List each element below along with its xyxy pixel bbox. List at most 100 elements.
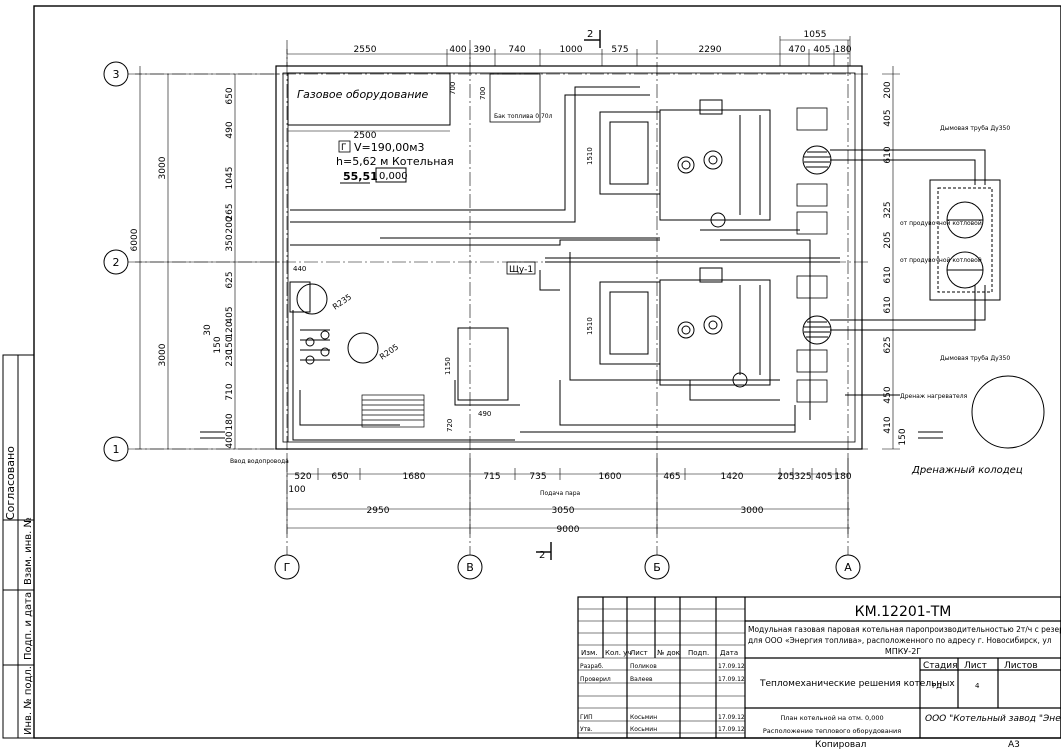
chimney-2 (802, 315, 832, 345)
label-height: h=5,62 м Котельная (336, 155, 454, 168)
dim-bot-10: 405 (815, 472, 832, 482)
section-mark-bottom: 2 (539, 550, 545, 561)
label-drain-heater: Дренаж нагревателя (900, 393, 968, 400)
bottom-dimension-lines (286, 455, 850, 534)
axis-bubbles (103, 61, 861, 580)
sig-date-3: 17.09.12 (718, 726, 745, 733)
label-from-cat-1: от продувочной котловой (900, 220, 982, 227)
dim-left-inner-5: 350 (225, 234, 235, 251)
axis-col-g: Г (284, 561, 291, 574)
symbol-capacitor-left (200, 431, 225, 439)
sig-date-1: 17.09.12 (718, 676, 745, 683)
title-block-cols: Изм. Кол. уч Лист № док Подп. Дата (581, 649, 738, 657)
dim-left-inner-13: 400 (225, 431, 235, 448)
label-steam-supply: Подача пара (540, 490, 581, 497)
dim-bot2-1: 3050 (552, 506, 575, 516)
dim-interior-0: 700 (479, 87, 487, 100)
dim-left-misc-1: 150 (213, 336, 223, 353)
dim-interior-3: 1510 (586, 317, 594, 335)
axis-col-v: В (466, 561, 474, 574)
axis-row-3: 3 (113, 68, 120, 81)
dim-top-1: 400 (449, 45, 466, 55)
dim-top-2: 390 (473, 45, 490, 55)
dim-left-inner-9: 150 (225, 336, 235, 353)
water-treatment-unit (457, 327, 509, 401)
label-fuel-tank: Бак топлива 0,70л (494, 113, 553, 120)
dim-right-6: 610 (883, 296, 893, 313)
copied-label: Копировал (815, 740, 866, 750)
dim-left-total: 6000 (130, 228, 140, 251)
piping (290, 86, 900, 441)
building-walls (275, 65, 863, 450)
dim-interior-5: 720 (446, 419, 454, 432)
dim-top-0: 2550 (354, 45, 377, 55)
side-agreed: Согласовано (4, 446, 17, 520)
sig-name-2: Косьмин (630, 714, 657, 721)
dim-top-8: 405 (813, 45, 830, 55)
dim-top-4: 1000 (560, 45, 583, 55)
pumps-right (796, 107, 828, 403)
label-chimney-2: Дымовая труба Ду350 (940, 355, 1010, 362)
dim-bot-3: 715 (483, 472, 500, 482)
side-stamp (2, 354, 35, 739)
dim-top-extra: 1055 (804, 30, 827, 40)
exterior-flue-routing (830, 149, 1001, 331)
dim-interior-1: 700 (449, 82, 457, 95)
dim-left-misc-0: 30 (203, 324, 213, 336)
dim-bot-6: 465 (663, 472, 680, 482)
dim-left-outer-0: 3000 (158, 156, 168, 179)
sig-name-3: Косьмин (630, 726, 657, 733)
label-radius-2: R205 (378, 342, 400, 361)
label-area: 55,51 (343, 170, 378, 183)
right-dimension-lines (882, 66, 900, 450)
level-box (375, 167, 407, 183)
dim-bot-9: 325 (794, 472, 811, 482)
dim-top-6: 2290 (699, 45, 722, 55)
sig-role-0: Разраб. (580, 663, 604, 670)
axis-col-a: А (844, 561, 852, 574)
section-mark-top: 2 (587, 29, 593, 40)
bottom-dims: 520 650 1680 715 735 1600 465 1420 205 3… (288, 472, 851, 535)
sig-role-1: Проверил (580, 676, 611, 683)
tb-col-4: Подп. (688, 649, 709, 657)
dim-left-inner-3: 265 (225, 203, 235, 220)
dim-right-0: 200 (883, 81, 893, 98)
dim-left-inner-7: 405 (225, 306, 235, 323)
section-marks (536, 30, 601, 560)
sheet-value: 4 (975, 682, 980, 690)
label-gas-equipment: Газовое оборудование (297, 88, 429, 101)
tb-col-1: Кол. уч (605, 649, 631, 657)
dim-left-inner-12: 180 (225, 413, 235, 430)
dim-bot-1: 650 (331, 472, 348, 482)
dim-left-inner-10: 230 (225, 349, 235, 366)
dim-right-1: 405 (883, 109, 893, 126)
dim-bot-11: 180 (834, 472, 851, 482)
dim-left-inner-0: 650 (225, 87, 235, 104)
dim-right-5: 610 (883, 266, 893, 283)
symbol-capacitor-right (918, 431, 943, 439)
dim-left-outer-1: 3000 (158, 343, 168, 366)
control-cabinet (506, 261, 536, 275)
sig-name-0: Поликов (630, 663, 657, 670)
stage-value: РД (932, 682, 942, 690)
label-water-inlet: Ввод водопровода (230, 458, 289, 465)
side-podp-data: Подп. и дата (23, 592, 34, 660)
room-code: Г (341, 143, 347, 153)
top-dims: 2550 400 390 740 1000 575 2290 470 405 1… (354, 30, 852, 141)
dim-bot-2: 1680 (403, 472, 426, 482)
stage-header: Стадия (923, 661, 958, 671)
sig-date-0: 17.09.12 (718, 663, 745, 670)
sig-name-1: Валеев (630, 676, 653, 683)
dim-bot-extra: 100 (288, 485, 305, 495)
axis-row-1: 1 (113, 443, 120, 456)
dim-top-3: 740 (508, 45, 525, 55)
dim-interior-6: 490 (478, 410, 491, 418)
left-dims: 6000 3000 3000 650 490 1045 265 200 350 … (130, 87, 235, 448)
left-tanks (289, 281, 379, 365)
dim-bot-4: 735 (529, 472, 546, 482)
dim-right-3: 325 (883, 201, 893, 218)
drawing-code: КМ.12201-ТМ (855, 604, 952, 620)
axis-col-b: Б (653, 561, 661, 574)
